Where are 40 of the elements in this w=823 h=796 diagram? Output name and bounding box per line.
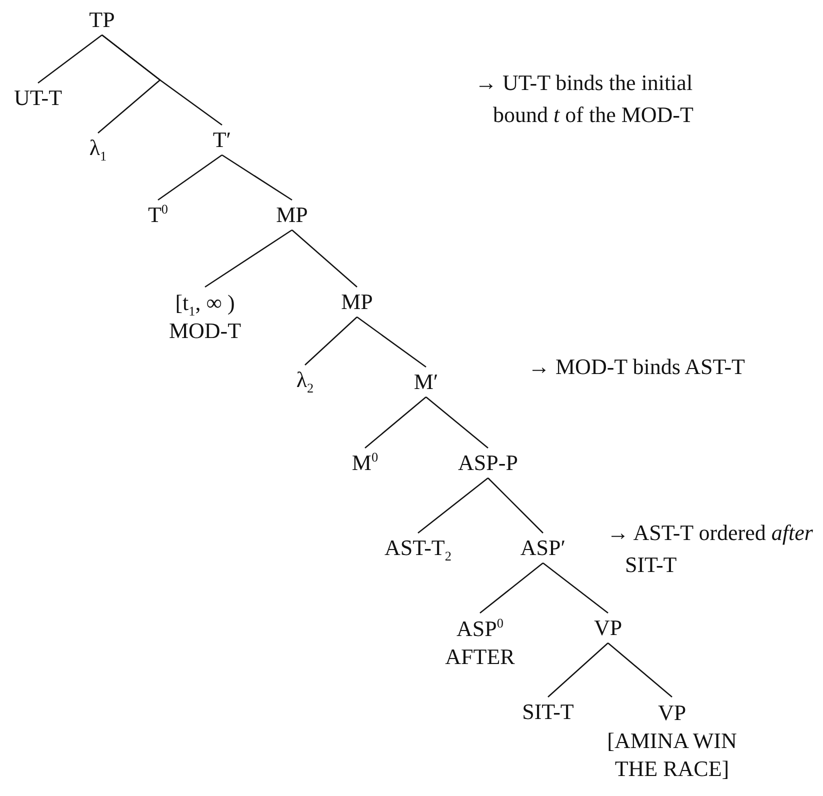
tree-branch (608, 642, 672, 698)
annotation-note: → AST-T ordered after SIT-T (607, 519, 814, 579)
category-label: ASP-P (458, 448, 518, 478)
category-label: λ$_{1}$ (89, 133, 107, 163)
tree-branch (292, 230, 358, 288)
tree-branch (548, 642, 608, 698)
annotation-note: → UT-T binds the initial bound t of the MOD-T (475, 69, 694, 129)
category-label: AST-T$_{2}$ (384, 533, 452, 563)
tree-branch (480, 562, 544, 614)
category-label: MP (276, 200, 308, 230)
category-label: M$^{0}$ (352, 448, 378, 478)
tree-branch (542, 562, 608, 614)
gloss-text: MOD-T (168, 317, 242, 345)
annotation-note: → MOD-T binds AST-T (528, 353, 746, 381)
category-label: M′ (414, 367, 438, 397)
tree-branch (426, 396, 488, 448)
tree-branch (222, 154, 292, 201)
tree-branch (356, 316, 426, 368)
tree-branch (102, 34, 222, 126)
tree-branch (158, 154, 222, 201)
category-label: T′ (212, 125, 232, 155)
category-label: ASP$^{0}$ (456, 615, 504, 643)
category-label: [t$_{1}$, ∞ ) (174, 289, 236, 317)
tree-branch (38, 34, 102, 84)
category-label: MP (341, 287, 373, 317)
tree-branch (488, 478, 544, 534)
category-label: UT-T (14, 83, 62, 113)
category-label: λ$_{2}$ (296, 365, 314, 395)
category-label: ASP′ (520, 533, 566, 563)
gloss-text: AFTER (445, 643, 515, 671)
category-label: VP (656, 699, 688, 727)
tree-branch (304, 316, 358, 366)
category-label: T$^{0}$ (148, 200, 168, 230)
tree-branch (204, 229, 292, 288)
category-label: VP (594, 613, 622, 643)
gloss-text: [AMINA WIN THE RACE] (607, 727, 737, 783)
category-label: SIT-T (522, 697, 574, 727)
category-label: TP (89, 5, 115, 35)
tree-branch (418, 477, 488, 534)
tree-branch (364, 396, 426, 448)
